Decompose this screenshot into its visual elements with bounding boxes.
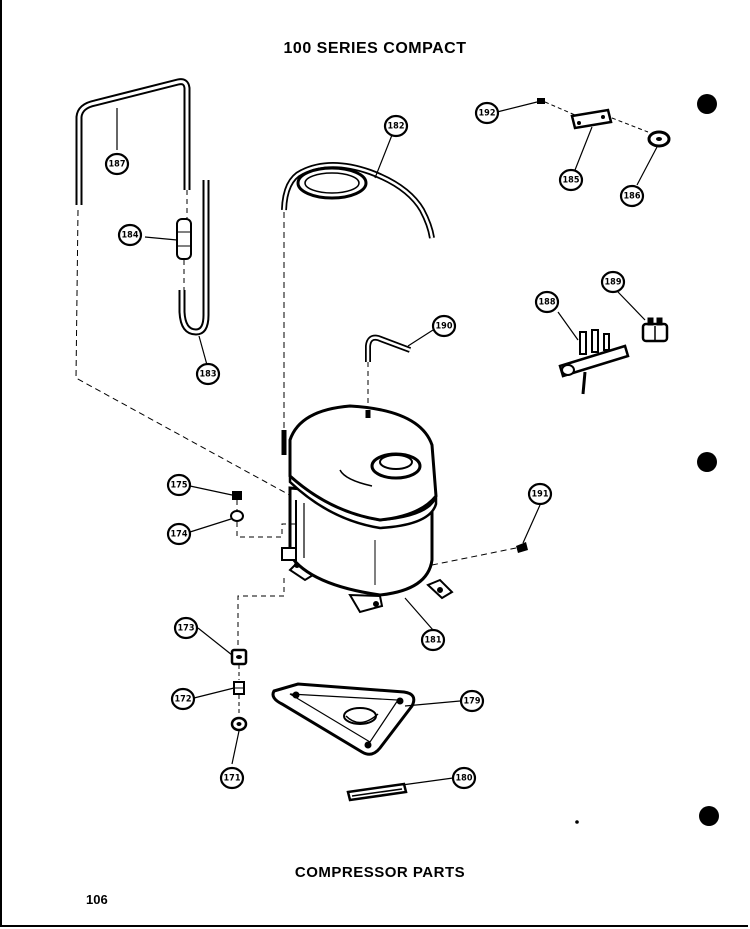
callout-188: 188 xyxy=(534,290,560,314)
callout-label: 175 xyxy=(171,481,188,491)
callout-circle xyxy=(219,766,245,790)
callout-192: 192 xyxy=(474,101,500,125)
callout-label: 189 xyxy=(605,278,622,288)
callout-circle xyxy=(527,482,553,506)
callout-circle xyxy=(117,223,143,247)
callout-circle xyxy=(420,628,446,652)
callout-circle xyxy=(534,290,560,314)
callout-label: 183 xyxy=(200,370,217,380)
callout-circle xyxy=(195,362,221,386)
part-174-washer xyxy=(230,510,244,522)
callout-circle xyxy=(431,314,457,338)
callout-189: 189 xyxy=(600,270,626,294)
callout-label: 187 xyxy=(109,160,126,170)
callout-circle xyxy=(451,766,477,790)
callout-label: 191 xyxy=(532,490,549,500)
callout-label: 181 xyxy=(425,636,442,646)
callout-187: 187 xyxy=(104,152,130,176)
callout-label: 182 xyxy=(388,122,405,132)
part-182-coil-tube xyxy=(281,162,435,239)
part-187-tube xyxy=(75,78,191,205)
callout-183: 183 xyxy=(195,362,221,386)
callout-circle xyxy=(104,152,130,176)
callout-label: 188 xyxy=(539,298,556,308)
callout-circle xyxy=(383,114,409,138)
callout-174: 174 xyxy=(166,522,192,546)
part-183-u-tube xyxy=(178,180,210,336)
callout-179: 179 xyxy=(459,689,485,713)
callout-180: 180 xyxy=(451,766,477,790)
part-184-drier xyxy=(176,218,192,260)
part-189-overload xyxy=(641,317,669,343)
part-190-process-tube xyxy=(365,334,412,362)
diagram-caption: COMPRESSOR PARTS xyxy=(294,864,466,881)
binder-hole-bottom xyxy=(699,806,719,826)
part-175-nut xyxy=(232,491,242,500)
callout-label: 174 xyxy=(171,530,188,540)
callout-circle xyxy=(170,687,196,711)
callout-184: 184 xyxy=(117,223,143,247)
callout-label: 172 xyxy=(175,695,192,705)
part-186-grommet xyxy=(647,130,671,148)
page-number: 106 xyxy=(86,892,108,907)
callout-171: 171 xyxy=(219,766,245,790)
callout-circle xyxy=(558,168,584,192)
part-191-clip xyxy=(516,542,528,553)
part-185-bracket xyxy=(570,108,613,130)
callout-172: 172 xyxy=(170,687,196,711)
callout-circle xyxy=(619,184,645,208)
binder-hole-top xyxy=(697,94,717,114)
binder-hole-middle xyxy=(697,452,717,472)
callout-182: 182 xyxy=(383,114,409,138)
callout-label: 192 xyxy=(479,109,496,119)
callout-173: 173 xyxy=(173,616,199,640)
callout-circle xyxy=(459,689,485,713)
callout-185: 185 xyxy=(558,168,584,192)
callout-circle xyxy=(173,616,199,640)
callout-label: 185 xyxy=(563,176,580,186)
callout-label: 186 xyxy=(624,192,641,202)
callout-circle xyxy=(600,270,626,294)
callout-label: 179 xyxy=(464,697,481,707)
part-192-screw xyxy=(537,98,545,104)
part-179-base-plate xyxy=(271,682,416,756)
callout-190: 190 xyxy=(431,314,457,338)
callout-label: 180 xyxy=(456,774,473,784)
part-173-grommet xyxy=(230,648,248,666)
callout-circle xyxy=(166,522,192,546)
part-180-pad xyxy=(346,782,408,802)
callout-181: 181 xyxy=(420,628,446,652)
diagram-title: 100 SERIES COMPACT xyxy=(283,40,467,57)
part-172-sleeve xyxy=(233,681,245,695)
callout-label: 171 xyxy=(224,774,241,784)
callout-label: 184 xyxy=(122,231,139,241)
part-181-compressor xyxy=(281,404,454,614)
callout-186: 186 xyxy=(619,184,645,208)
callout-circle xyxy=(474,101,500,125)
callout-label: 190 xyxy=(436,322,453,332)
callout-191: 191 xyxy=(527,482,553,506)
callout-label: 173 xyxy=(178,624,195,634)
part-171-washer xyxy=(230,716,248,732)
part-188-relay xyxy=(558,329,630,395)
callout-175: 175 xyxy=(166,473,192,497)
callout-circle xyxy=(166,473,192,497)
